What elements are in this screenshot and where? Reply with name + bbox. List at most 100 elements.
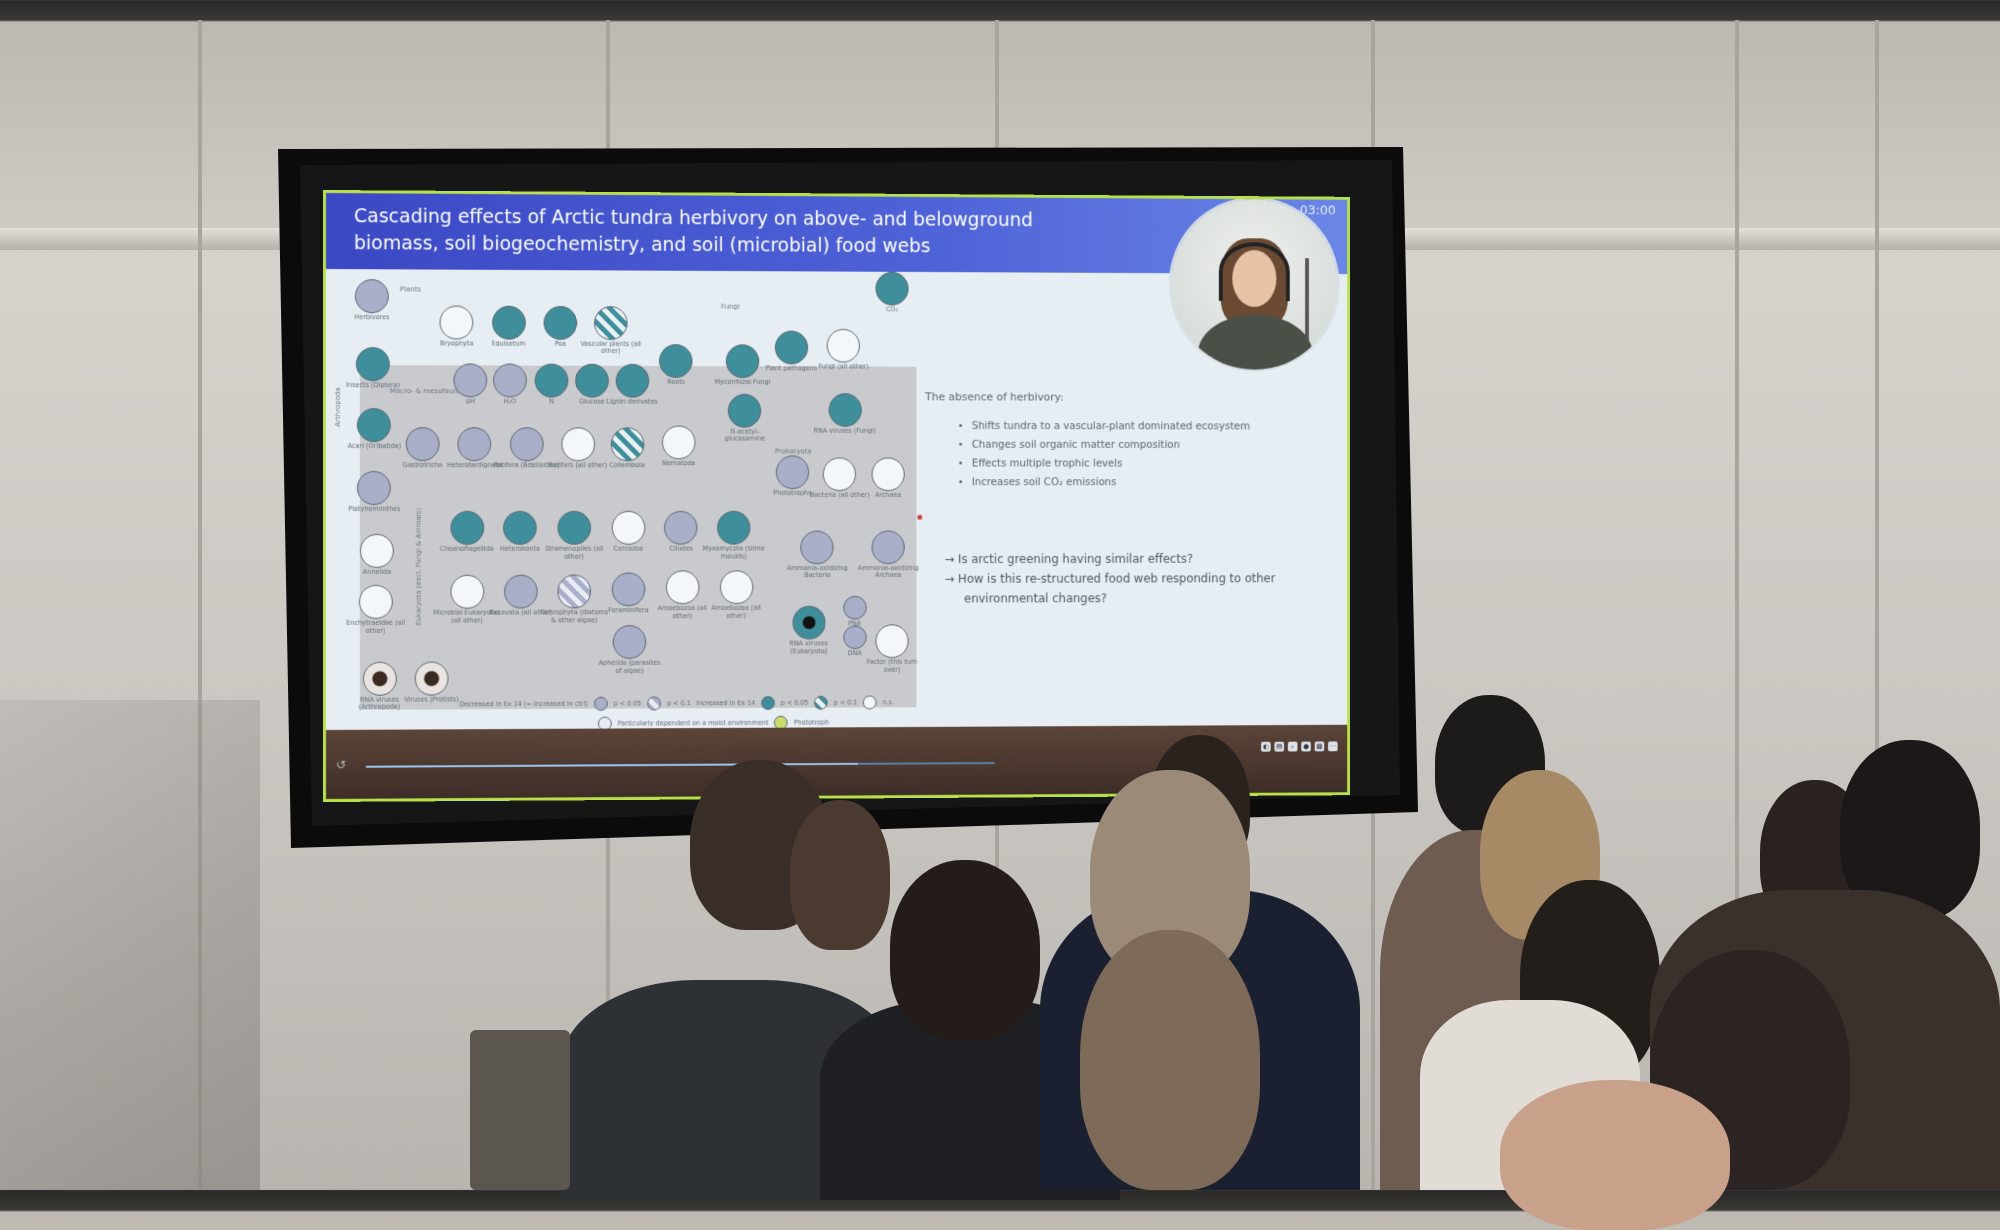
audience-head (1500, 1080, 1730, 1230)
audience-head (790, 800, 890, 950)
legend-swatch (814, 696, 828, 710)
audience-head (890, 860, 1040, 1040)
slide-text: The absence of herbivory: Shifts tundra … (925, 390, 1330, 608)
node-circle (612, 572, 646, 606)
node-circle (662, 425, 695, 459)
node-circle (728, 394, 761, 428)
slide: Cascading effects of Arctic tundra herbi… (323, 190, 1350, 802)
node-label: N-acetyl-glucosamine (711, 428, 780, 443)
question: → How is this re-structured food web res… (945, 568, 1330, 608)
back-arrow-icon[interactable]: ↺ (336, 758, 346, 772)
group-label-eukaryota: Eukaryota (excl. Fungi & Animals) (415, 508, 423, 626)
pointer-icon[interactable]: ● (1301, 742, 1311, 752)
zoom-icon[interactable]: ⌕ (1288, 742, 1298, 752)
legend-decreased: Decreased in Ex 14 (= increased in ctrl) (459, 700, 587, 709)
node-circle (561, 428, 595, 462)
node-circle (440, 305, 474, 339)
presenter-webcam (1171, 199, 1338, 370)
timer: 03:00 (1300, 203, 1336, 218)
legend-text: p < 0.1 (834, 699, 857, 707)
node-circle (828, 393, 861, 427)
node-circle (357, 471, 391, 505)
node-label: Nematoda (644, 460, 713, 467)
node-circle (843, 626, 866, 650)
node-circle (615, 364, 648, 398)
plant-decor (1305, 258, 1309, 346)
node-circle (801, 530, 834, 564)
node-circle (362, 662, 396, 696)
node-label: Platyhelminthes (339, 506, 409, 514)
node-circle (875, 272, 908, 306)
group-label-prokaryota: Prokaryota (775, 447, 812, 455)
node-circle (492, 306, 526, 340)
node-label: Factor (this turn over) (858, 659, 926, 674)
node-circle (544, 306, 578, 340)
node-label: Amoebozoa (all other) (702, 605, 771, 620)
bullet-item: Shifts tundra to a vascular-plant domina… (972, 417, 1330, 436)
node-circle (776, 456, 809, 490)
node-label: Archaea (854, 492, 922, 499)
node-label: Ammonia-oxidizing Bacteria (783, 565, 851, 580)
bullet-item: Effects multiple trophic levels (972, 455, 1330, 474)
node-label: Fungi (all other) (809, 363, 877, 371)
legend-text: p < 0.05 (781, 699, 809, 707)
slides-icon[interactable]: ▤ (1274, 742, 1284, 752)
node-label: Mycorrhizal Fungi (708, 379, 777, 387)
node-label: Myxomycota (slime moulds) (699, 546, 768, 561)
legend-text: Particularly dependent on a moist enviro… (618, 719, 769, 728)
subtitles-icon[interactable]: ▩ (1315, 742, 1325, 752)
node-label: Roots (642, 379, 711, 387)
node-circle (872, 457, 905, 491)
node-circle (823, 457, 856, 491)
node-circle (359, 585, 393, 619)
node-circle (610, 428, 644, 462)
node-circle (666, 571, 699, 605)
node-circle (557, 575, 591, 609)
audience-head (1080, 930, 1260, 1190)
legend-swatch (647, 697, 661, 711)
presenter-body (1198, 315, 1313, 370)
node-circle (406, 427, 440, 461)
node-circle (775, 331, 808, 365)
node-label: RNA viruses (Fungi) (811, 427, 879, 435)
node-circle (594, 306, 628, 340)
bullet-item: Increases soil CO₂ emissions (972, 473, 1330, 492)
chair (470, 1030, 570, 1190)
legend-swatch (863, 696, 877, 710)
node-circle (827, 328, 860, 362)
bullet-list: Shifts tundra to a vascular-plant domina… (925, 417, 1330, 492)
node-circle (415, 661, 449, 695)
node-circle (720, 571, 753, 605)
legend-swatch (761, 696, 775, 710)
more-icon[interactable]: ⋯ (1328, 741, 1338, 751)
legend-text: Phototroph (794, 719, 829, 727)
questions: → Is arctic greening having similar effe… (925, 549, 1330, 609)
node-label: Annelida (342, 569, 412, 577)
bullet-item: Changes soil organic matter composition (972, 436, 1330, 455)
node-circle (872, 530, 905, 564)
node-circle (355, 279, 389, 313)
headset-icon (1219, 242, 1290, 301)
node-circle (450, 511, 484, 545)
node-label: CO₂ (858, 306, 926, 314)
node-label: Acari (Oribatida) (339, 443, 409, 451)
node-circle (356, 347, 390, 381)
node-circle (450, 575, 484, 609)
node-circle (726, 344, 759, 378)
presentation-screen: Cascading effects of Arctic tundra herbi… (323, 190, 1350, 802)
diagram-legend: Decreased in Ex 14 (= increased in ctrl)… (459, 695, 911, 731)
lead-text: The absence of herbivory: (925, 390, 1330, 404)
node-label: Viruses (Protists) (397, 696, 467, 704)
wall-shadow (0, 700, 260, 1190)
node-circle (843, 596, 866, 620)
legend-text: n.s. (883, 698, 894, 706)
laser-pointer-dot (917, 515, 922, 520)
question: → Is arctic greening having similar effe… (945, 549, 1330, 569)
pen-icon[interactable]: ◐ (1261, 742, 1271, 752)
group-label-fungi: Fungi (721, 303, 740, 311)
legend-text: p < 0.05 (614, 700, 642, 708)
node-label: Aphelida (parasites of algae) (595, 660, 664, 675)
slide-progress-bar[interactable] (366, 762, 995, 768)
legend-increased: Increased in Ex 14 (696, 699, 755, 707)
legend-swatch (594, 697, 608, 711)
